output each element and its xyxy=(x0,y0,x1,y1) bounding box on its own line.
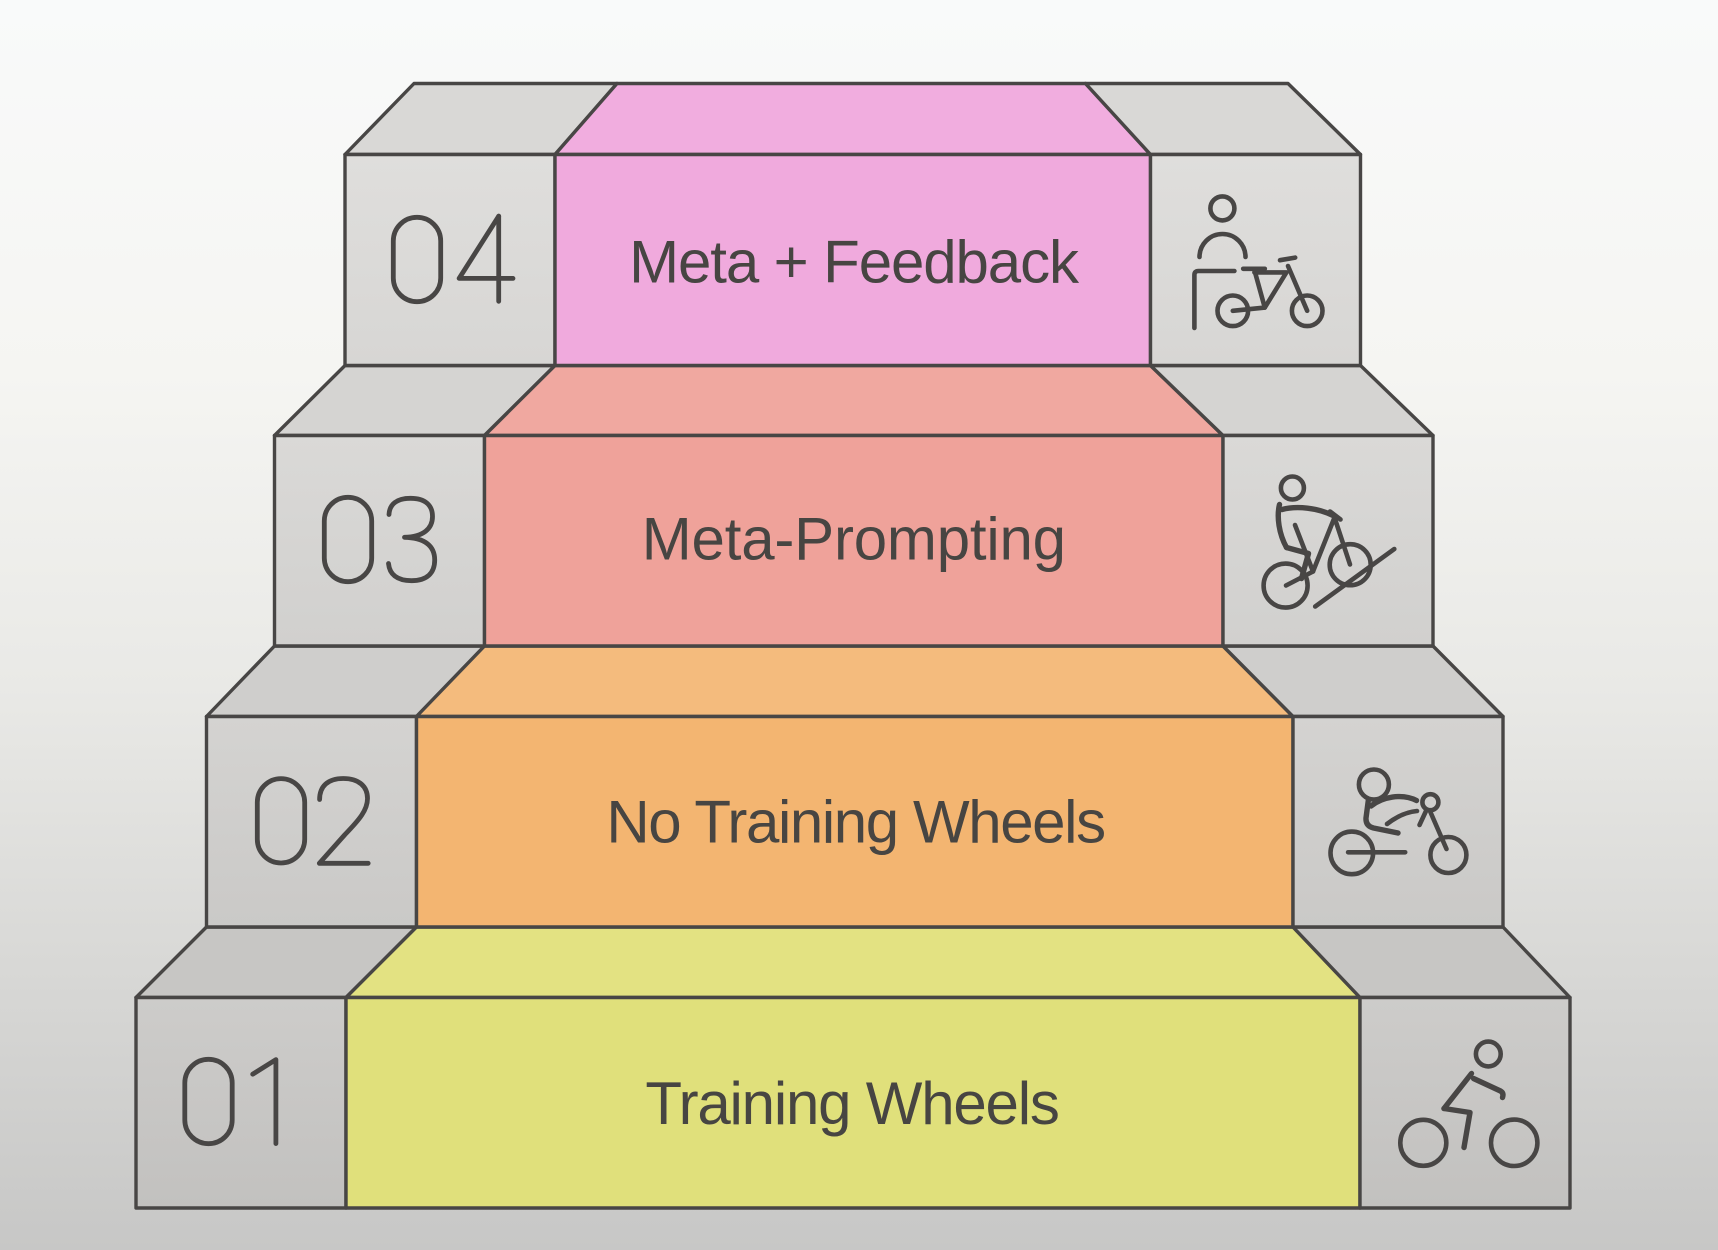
svg-text:Meta-Prompting: Meta-Prompting xyxy=(642,506,1066,573)
svg-text:No Training Wheels: No Training Wheels xyxy=(606,788,1104,855)
svg-text:Meta + Feedback: Meta + Feedback xyxy=(629,228,1080,295)
svg-text:Training Wheels: Training Wheels xyxy=(645,1070,1058,1137)
